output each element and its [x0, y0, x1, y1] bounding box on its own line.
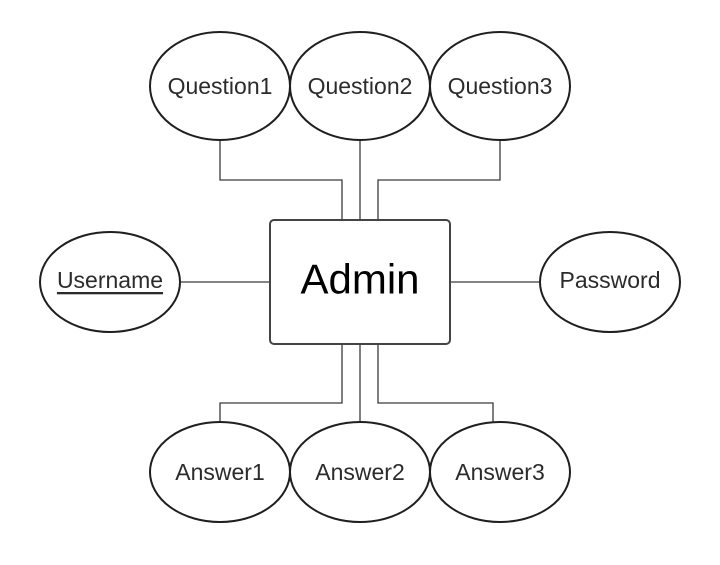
- entity-box: [269, 219, 451, 345]
- connector-question1: [219, 140, 343, 220]
- entity-label: Admin: [300, 256, 419, 303]
- attribute-label: Answer2: [315, 459, 404, 485]
- attribute-label: Answer3: [455, 459, 544, 485]
- attribute-label: Question2: [308, 73, 413, 99]
- attribute-ellipse: [429, 421, 571, 523]
- attribute-ellipse: [539, 231, 681, 333]
- connector-answer3: [377, 344, 494, 422]
- attribute-answer1[interactable]: Answer1: [149, 421, 291, 523]
- connector-answer1: [219, 344, 343, 422]
- attribute-label: Password: [560, 267, 661, 293]
- attribute-username[interactable]: Username: [39, 231, 181, 333]
- attribute-question3[interactable]: Question3: [429, 31, 571, 141]
- attribute-answer2[interactable]: Answer2: [289, 421, 431, 523]
- attribute-ellipse: [39, 231, 181, 333]
- attribute-password[interactable]: Password: [539, 231, 681, 333]
- attribute-question2[interactable]: Question2: [289, 31, 431, 141]
- attribute-ellipse: [429, 31, 571, 141]
- attribute-label: Question3: [448, 73, 553, 99]
- attribute-answer3[interactable]: Answer3: [429, 421, 571, 523]
- connectors: [178, 140, 540, 422]
- key-attribute-label: Username: [57, 267, 163, 293]
- attribute-question1[interactable]: Question1: [149, 31, 291, 141]
- connector-question3: [377, 140, 501, 220]
- attribute-label: Question1: [168, 73, 273, 99]
- entity-admin[interactable]: Admin: [269, 219, 451, 345]
- attribute-label: Answer1: [175, 459, 264, 485]
